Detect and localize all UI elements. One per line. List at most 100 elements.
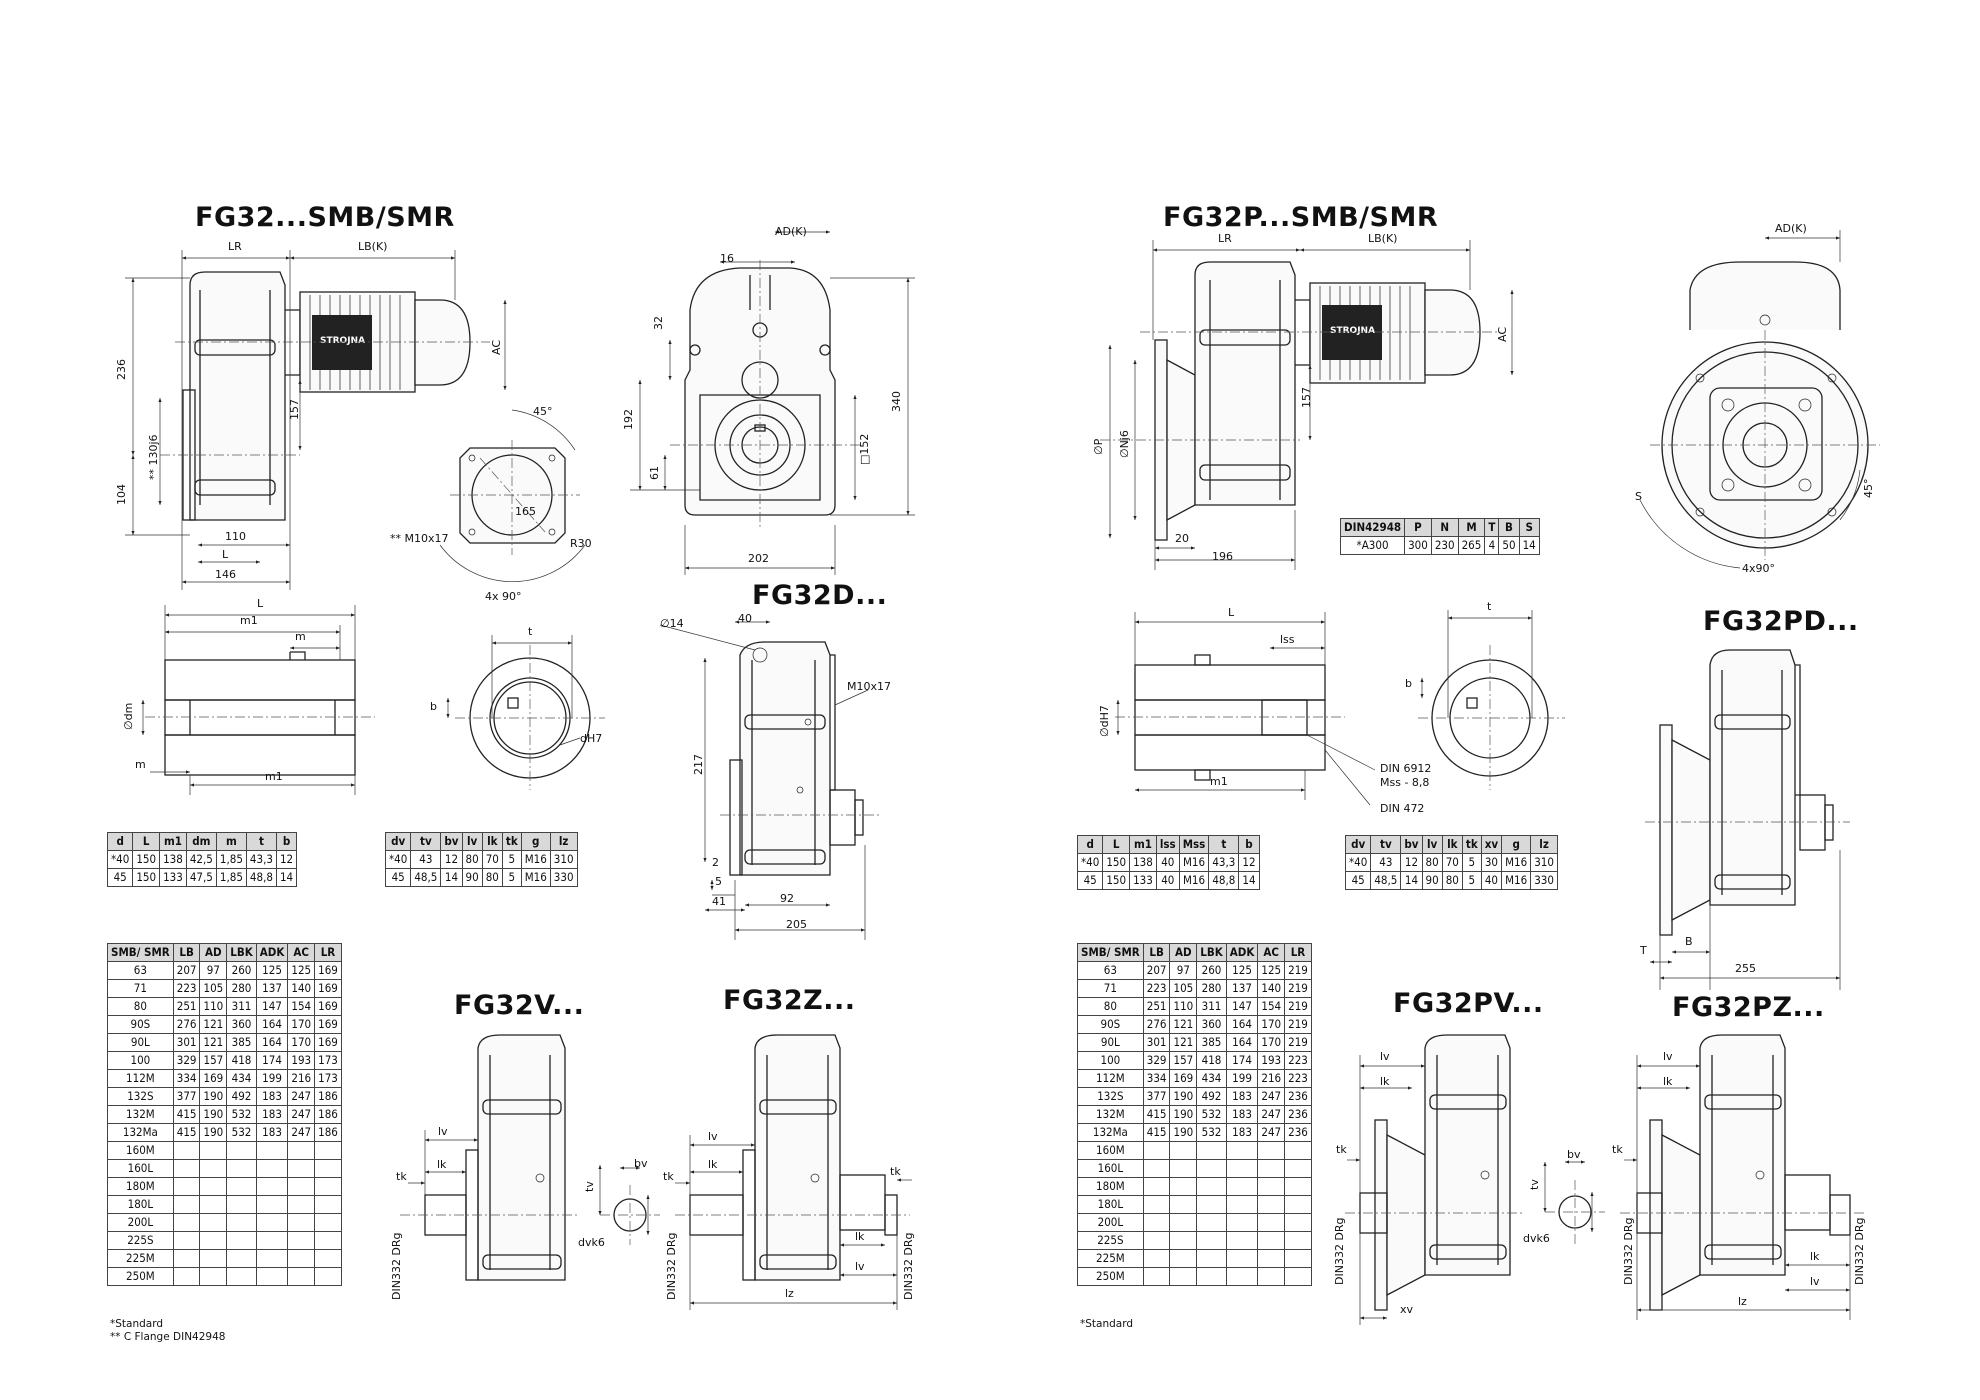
dim-lk-v: lk	[437, 1158, 447, 1171]
table-cell	[1257, 1195, 1286, 1214]
table-cell	[1225, 1141, 1259, 1160]
table-cell: 415	[172, 1105, 201, 1124]
table-cell: 45	[384, 868, 412, 887]
table-cell: 310	[1530, 853, 1558, 872]
table-cell	[226, 1213, 257, 1232]
dim-tk-pz: tk	[1612, 1143, 1623, 1156]
table-cell: 164	[1225, 1033, 1259, 1052]
table-cell: 45	[1344, 871, 1372, 890]
table-cell: 97	[1169, 961, 1198, 980]
dim-ac-p: AC	[1496, 326, 1509, 342]
table-cell	[287, 1249, 316, 1268]
table-cell	[314, 1249, 342, 1268]
title-fg32-smb: FG32...SMB/SMR	[195, 202, 455, 233]
table-header-cell: L	[132, 832, 161, 851]
table-row: 225S	[107, 1231, 342, 1250]
table-cell	[172, 1267, 201, 1286]
fg32pz-drawing	[1620, 1034, 1865, 1320]
table-cell: 190	[1169, 1123, 1198, 1142]
hollow-shaft-section-left	[141, 605, 375, 795]
table-cell: 280	[226, 979, 257, 998]
fg32z-drawing	[675, 1034, 912, 1310]
table-cell: 251	[172, 997, 201, 1016]
table-cell	[1196, 1249, 1227, 1268]
table-cell: 105	[199, 979, 228, 998]
table-cell: 157	[1169, 1051, 1198, 1070]
table-cell: 169	[314, 997, 342, 1016]
table-row: 250M	[1077, 1267, 1312, 1286]
dim-dh7b: ∅dH7	[1098, 705, 1111, 737]
dim-146: 146	[215, 568, 236, 581]
table-cell: 334	[1142, 1069, 1171, 1088]
dim-lv-pv: lv	[1380, 1050, 1390, 1063]
dim-sq152: □152	[858, 433, 871, 465]
table-cell: 110	[1169, 997, 1198, 1016]
table-cell: 183	[1225, 1105, 1259, 1124]
dim-5: 5	[715, 875, 722, 888]
dim-196: 196	[1212, 550, 1233, 563]
table-cell: 183	[255, 1105, 289, 1124]
dim-lz-pz: lz	[1738, 1295, 1747, 1308]
table-cell: 334	[172, 1069, 201, 1088]
table-row: 180L	[107, 1195, 342, 1214]
table-header-cell: M	[1457, 518, 1486, 537]
table-cell	[255, 1249, 289, 1268]
table-cell: 183	[1225, 1087, 1259, 1106]
table-cell	[1284, 1159, 1312, 1178]
table-cell: 169	[314, 979, 342, 998]
table-cell	[1196, 1159, 1227, 1178]
table-cell: 12	[440, 850, 463, 869]
table-cell: 300	[1404, 536, 1432, 555]
table-cell	[314, 1231, 342, 1250]
table-cell	[226, 1267, 257, 1286]
table-header-cell: d	[1076, 835, 1104, 854]
dim-130j6: ** 130j6	[147, 434, 160, 480]
dim-lr: LR	[228, 240, 242, 253]
table-cell: 5	[1461, 871, 1482, 890]
table-cell	[1169, 1231, 1198, 1250]
table-cell: 247	[287, 1123, 316, 1142]
dim-61: 61	[648, 466, 661, 480]
table-cell: 132S	[1077, 1087, 1144, 1106]
table-cell: 160M	[107, 1141, 174, 1160]
dim-lv-pz2: lv	[1810, 1275, 1820, 1288]
dim-dvk6-v: dvk6	[578, 1236, 605, 1249]
dim-tk-v: tk	[396, 1170, 407, 1183]
table-cell: *A300	[1339, 536, 1406, 555]
table-cell	[287, 1177, 316, 1196]
dim-lk-pz: lk	[1663, 1075, 1673, 1088]
table-cell: 280	[1196, 979, 1227, 998]
table-cell: 40	[1155, 871, 1180, 890]
table-cell	[226, 1249, 257, 1268]
table-cell	[226, 1141, 257, 1160]
table-cell: 121	[199, 1015, 228, 1034]
table-cell: 90L	[107, 1033, 174, 1052]
fg32d-side-view	[659, 620, 880, 940]
dim-b-r: b	[1405, 677, 1412, 690]
table-cell: 5	[501, 850, 522, 869]
table-cell: 138	[159, 850, 187, 869]
table-cell: 140	[1257, 979, 1286, 998]
table-cell: 330	[549, 868, 578, 887]
dim-m1: m1	[240, 614, 258, 627]
table-cell	[1284, 1177, 1312, 1196]
table-cell: 45	[1076, 871, 1104, 890]
title-fg32z: FG32Z...	[723, 985, 856, 1016]
table-cell: 71	[1077, 979, 1144, 998]
table-header-cell: dv	[384, 832, 412, 851]
dim-t-r: t	[1487, 600, 1492, 613]
shaft-cross-section-right	[1418, 610, 1565, 790]
table-header-cell: AC	[1257, 943, 1286, 962]
table-cell: 133	[159, 868, 187, 887]
